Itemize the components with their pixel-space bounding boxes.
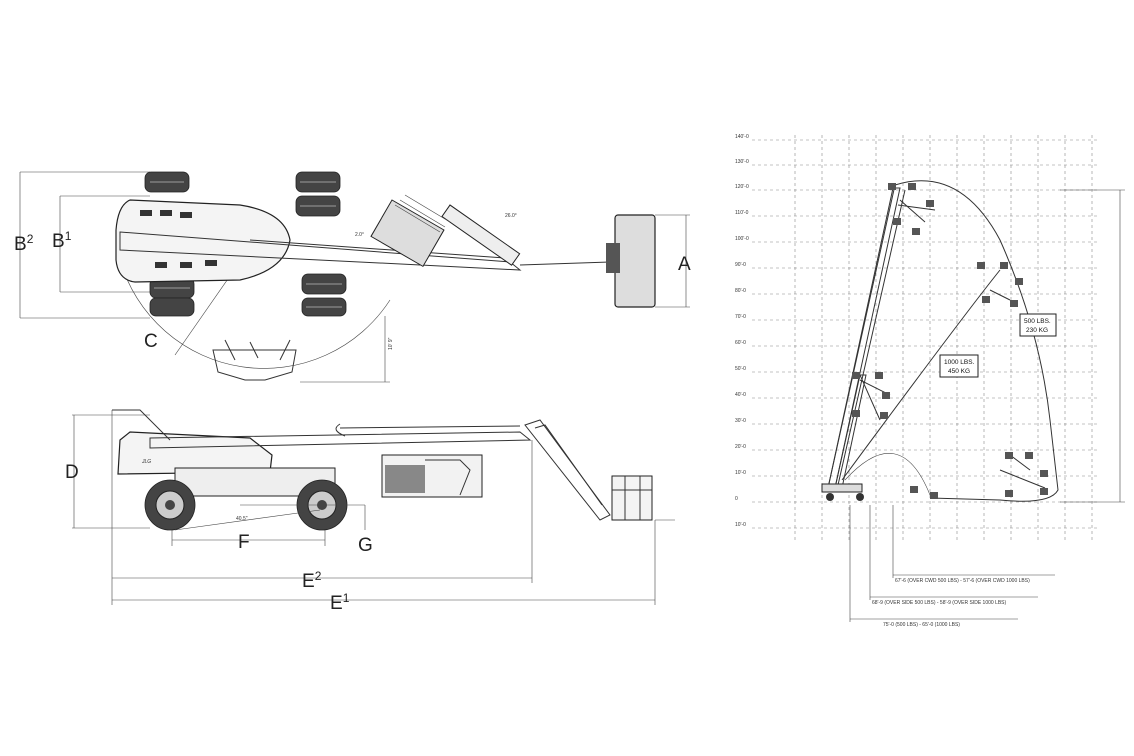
tire-rear-left	[295, 171, 341, 217]
dimension-labels: B2 B1 A C D F G E2 E1	[14, 229, 691, 614]
svg-text:67'-6 (OVER CWD 500 LBS) - 57': 67'-6 (OVER CWD 500 LBS) - 57'-6 (OVER C…	[895, 578, 1030, 584]
label-c: C	[144, 331, 158, 352]
svg-text:75'-0 (500 LBS) - 65'-0 (1000: 75'-0 (500 LBS) - 65'-0 (1000 LBS)	[883, 622, 960, 628]
label-b2: B2	[14, 232, 34, 255]
capacity-230-kg: 230 KG	[1026, 327, 1048, 334]
svg-text:10' 9": 10' 9"	[388, 337, 394, 350]
svg-text:140'-0: 140'-0	[735, 134, 749, 140]
svg-text:100'-0: 100'-0	[735, 236, 749, 242]
svg-text:26.0°: 26.0°	[505, 213, 517, 219]
svg-text:10'-0: 10'-0	[735, 470, 746, 476]
svg-text:50'-0: 50'-0	[735, 366, 746, 372]
svg-text:130'-0: 130'-0	[735, 159, 749, 165]
label-g: G	[358, 535, 373, 556]
svg-text:60'-0: 60'-0	[735, 340, 746, 346]
svg-text:40'-0: 40'-0	[735, 392, 746, 398]
tire-front-left	[144, 171, 190, 193]
label-d: D	[65, 462, 79, 483]
capacity-box-500: 500 LBS. 230 KG	[1019, 313, 1057, 337]
label-e1: E1	[330, 591, 350, 614]
label-f: F	[238, 532, 250, 553]
platform-side	[611, 475, 653, 521]
label-e2: E2	[302, 569, 322, 592]
svg-text:80'-0: 80'-0	[735, 288, 746, 294]
svg-text:10'-0: 10'-0	[735, 522, 746, 528]
label-b1: B1	[52, 229, 72, 252]
capacity-450-kg: 450 KG	[948, 368, 970, 375]
envelope-grid	[752, 135, 1100, 540]
tire-rear-right	[301, 273, 347, 317]
svg-text:2.0°: 2.0°	[355, 232, 364, 238]
side-view: JLG 40.5"	[72, 409, 675, 605]
svg-text:40.5": 40.5"	[236, 516, 248, 522]
svg-text:110'-0: 110'-0	[735, 210, 749, 216]
capacity-1000-lbs: 1000 LBS.	[944, 359, 975, 366]
envelope-y-ticks: 140'-0 130'-0 120'-0 110'-0 100'-0 90'-0…	[735, 134, 749, 528]
tire-front-right	[149, 277, 195, 317]
working-envelope: 140'-0 130'-0 120'-0 110'-0 100'-0 90'-0…	[735, 134, 1125, 628]
svg-text:90'-0: 90'-0	[735, 262, 746, 268]
platform-top	[614, 214, 656, 308]
svg-text:30'-0: 30'-0	[735, 418, 746, 424]
svg-text:68'-9 (OVER SIDE 500 LBS) - 58: 68'-9 (OVER SIDE 500 LBS) - 58'-9 (OVER …	[872, 600, 1007, 606]
turntable-top	[115, 199, 291, 283]
capacity-box-1000: 1000 LBS. 450 KG	[939, 354, 979, 378]
machine-body-side	[117, 431, 273, 475]
svg-text:0: 0	[735, 496, 738, 502]
envelope-outline	[827, 180, 1059, 502]
top-view: 26.0° 2.0° 10' 9"	[19, 171, 690, 383]
svg-text:20'-0: 20'-0	[735, 444, 746, 450]
svg-text:120'-0: 120'-0	[735, 184, 749, 190]
side-tire-front	[144, 479, 196, 531]
svg-text:JLG: JLG	[141, 459, 151, 465]
svg-text:70'-0: 70'-0	[735, 314, 746, 320]
label-a: A	[678, 254, 691, 275]
capacity-500-lbs: 500 LBS.	[1024, 318, 1051, 325]
